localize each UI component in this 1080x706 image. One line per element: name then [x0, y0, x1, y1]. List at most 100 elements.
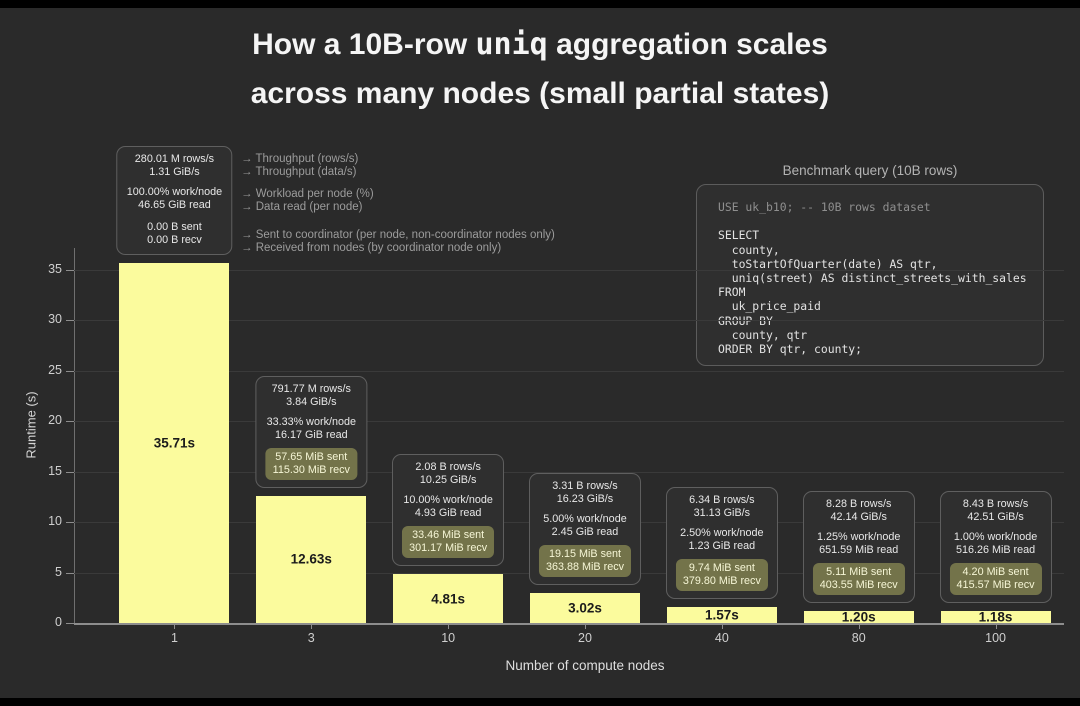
x-tick-mark — [448, 625, 450, 629]
x-tick-label: 10 — [441, 631, 456, 645]
x-axis-spine — [74, 623, 1064, 625]
bar-value-label: 4.81s — [431, 591, 466, 607]
annotation-work-per-node: 1.00% work/node — [953, 531, 1038, 544]
bar-value-label: 1.57s — [704, 607, 739, 623]
annotation-sent: 9.74 MiB sent — [688, 562, 755, 575]
annotation-work-per-node: 5.00% work/node — [543, 512, 627, 525]
annotation-sent: 0.00 B sent — [147, 220, 202, 233]
top-border-strip — [0, 0, 1080, 8]
y-tick-mark — [66, 370, 74, 372]
annotation-recv: 363.88 MiB recv — [545, 560, 625, 573]
bar-value-label: 35.71s — [153, 435, 196, 451]
annotation-throughput-rows: 280.01 M rows/s — [134, 152, 215, 165]
bar-annotation-box: 8.28 B rows/s 42.14 GiB/s 1.25% work/nod… — [802, 490, 915, 603]
annotation-throughput-data: 10.25 GiB/s — [419, 474, 477, 487]
y-tick-mark — [66, 522, 74, 524]
y-gridline — [74, 320, 1064, 322]
annotation-throughput-data: 1.31 GiB/s — [149, 165, 200, 178]
x-tick-label: 3 — [307, 631, 315, 645]
annotation-recv: 379.80 MiB recv — [682, 575, 761, 588]
bar-annotation-box: 280.01 M rows/s 1.31 GiB/s 100.00% work/… — [116, 145, 233, 255]
annotation-data-read: 4.93 GiB read — [414, 507, 482, 520]
chart-title-line1-post: aggregation scales — [556, 28, 828, 61]
annotation-work-per-node: 33.33% work/node — [266, 415, 356, 428]
legend-group-gap — [241, 179, 555, 188]
runtime-bar: 1.57s — [666, 607, 777, 623]
x-tick-mark — [721, 625, 723, 629]
x-tick-label: 1 — [170, 631, 178, 645]
y-gridline — [74, 421, 1064, 423]
annotation-throughput-data: 31.13 GiB/s — [693, 507, 751, 520]
runtime-bar: 4.81s — [393, 574, 504, 623]
bar-value-label: 1.18s — [978, 609, 1013, 625]
annotation-throughput-data: 42.14 GiB/s — [830, 510, 887, 523]
y-gridline — [74, 471, 1064, 473]
annotation-data-read: 2.45 GiB read — [551, 525, 619, 538]
legend-row: → Received from nodes (by coordinator no… — [241, 241, 502, 254]
annotation-throughput-data: 3.84 GiB/s — [286, 395, 337, 408]
annotation-work-per-node: 100.00% work/node — [126, 185, 223, 198]
runtime-bar: 1.18s — [940, 609, 1051, 625]
y-tick-label: 35 — [48, 261, 62, 276]
bar-annotation-box: 791.77 M rows/s 3.84 GiB/s 33.33% work/n… — [255, 375, 367, 488]
annotation-throughput-rows: 6.34 B rows/s — [689, 494, 755, 507]
legend-group-gap — [241, 214, 555, 229]
annotation-group-gap — [676, 520, 768, 527]
annotation-group-gap — [950, 524, 1042, 531]
annotation-group-gap — [539, 506, 631, 513]
y-gridline — [74, 269, 1064, 271]
annotation-network-pill: 4.20 MiB sent 415.57 MiB recv — [949, 563, 1042, 596]
runtime-bar: 35.71s — [119, 262, 230, 623]
annotation-group-gap — [402, 487, 494, 494]
annotation-throughput-rows: 8.43 B rows/s — [962, 498, 1029, 511]
y-tick-label: 30 — [48, 312, 62, 327]
query-comment-line: USE uk_b10; -- 10B rows dataset — [718, 200, 931, 214]
y-tick-label: 5 — [55, 564, 62, 579]
annotation-recv: 115.30 MiB recv — [272, 463, 350, 476]
x-tick-mark — [311, 625, 313, 629]
y-tick-mark — [66, 269, 74, 271]
annotation-data-read: 46.65 GiB read — [138, 198, 211, 211]
legend-row: → Data read (per node) — [241, 200, 363, 213]
annotation-network-pill: 19.15 MiB sent 363.88 MiB recv — [538, 544, 632, 577]
annotation-group-gap — [266, 409, 357, 416]
x-tick-mark — [995, 625, 997, 629]
y-tick-label: 20 — [48, 413, 62, 428]
annotation-work-per-node: 2.50% work/node — [680, 527, 764, 540]
metric-legend: → Throughput (rows/s)→ Throughput (data/… — [241, 153, 555, 255]
annotation-network-pill: 9.74 MiB sent 379.80 MiB recv — [675, 559, 768, 592]
x-tick-label: 80 — [851, 631, 866, 645]
bar-value-label: 3.02s — [568, 600, 602, 616]
x-tick-label: 40 — [714, 631, 729, 645]
chart-title: How a 10B-row uniq aggregation scales ac… — [0, 20, 1080, 118]
annotation-recv: 415.57 MiB recv — [956, 579, 1035, 592]
chart-title-line1-pre: How a 10B-row — [252, 28, 468, 61]
y-tick-label: 25 — [48, 362, 62, 377]
annotation-group-gap — [127, 179, 222, 186]
annotation-network-pill: 0.00 B sent 0.00 B recv — [127, 221, 222, 247]
annotation-throughput-data: 16.23 GiB/s — [556, 492, 614, 505]
runtime-bar: 3.02s — [530, 592, 640, 623]
y-tick-label: 0 — [55, 615, 62, 629]
annotation-recv: 403.55 MiB recv — [819, 578, 898, 591]
y-tick-mark — [66, 320, 74, 322]
bottom-border-strip — [0, 698, 1080, 706]
annotation-network-pill: 33.46 MiB sent 301.17 MiB recv — [402, 526, 495, 559]
y-tick-mark — [66, 471, 74, 473]
y-axis-spine — [74, 248, 75, 623]
bar-annotation-box: 6.34 B rows/s 31.13 GiB/s 2.50% work/nod… — [665, 487, 778, 600]
bar-value-label: 12.63s — [290, 551, 332, 567]
annotation-recv: 301.17 MiB recv — [409, 542, 488, 555]
y-tick-label: 15 — [48, 463, 62, 478]
annotation-network-pill: 5.11 MiB sent 403.55 MiB recv — [812, 562, 905, 595]
legend-row: → Throughput (rows/s) — [241, 152, 359, 165]
bar-value-label: 1.20s — [841, 609, 876, 625]
annotation-work-per-node: 1.25% work/node — [816, 530, 901, 543]
annotation-work-per-node: 10.00% work/node — [403, 494, 493, 507]
benchmark-query-box: USE uk_b10; -- 10B rows dataset SELECT c… — [696, 184, 1044, 366]
annotation-throughput-data: 42.51 GiB/s — [967, 511, 1024, 524]
x-tick-label: 100 — [985, 631, 1006, 645]
query-sql-lines: SELECT county, toStartOfQuarter(date) AS… — [718, 228, 1027, 357]
chart-title-uniq-code: uniq — [475, 27, 548, 62]
